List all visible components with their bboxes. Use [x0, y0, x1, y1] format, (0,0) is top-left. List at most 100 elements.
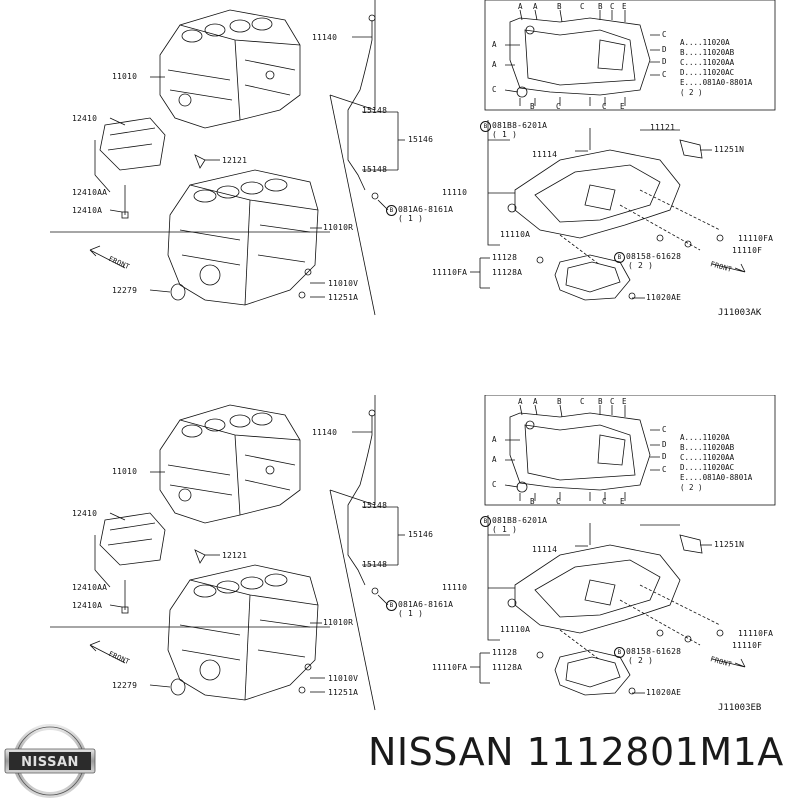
label-15146: 15146 — [408, 135, 434, 144]
label-12410AA: 12410AA — [72, 583, 108, 592]
legend-box: A....11020A B....11020AB C....11020AA D.… — [680, 38, 752, 98]
legend-line: B....11020AB — [680, 443, 735, 452]
diagram-code: J11003AK — [718, 308, 762, 318]
legend-line: D....11020AC — [680, 68, 735, 77]
inset-letter: B — [598, 2, 603, 11]
label-11140: 11140 — [312, 428, 338, 437]
label-11114: 11114 — [532, 545, 558, 554]
label-11010: 11010 — [112, 467, 138, 476]
label-11251A: 11251A — [328, 293, 359, 302]
nissan-logo: NISSAN — [4, 724, 96, 798]
label-12121: 12121 — [222, 551, 248, 560]
inset-letter: D — [662, 57, 667, 66]
inset-letter: E — [622, 2, 627, 11]
legend-line: D....11020AC — [680, 463, 735, 472]
inset-letter: B — [598, 397, 603, 406]
label-11010V: 11010V — [328, 279, 359, 288]
label-11010: 11010 — [112, 72, 138, 81]
label-15146: 15146 — [408, 530, 434, 539]
inset-letter: B — [530, 497, 535, 506]
inset-letter: C — [556, 102, 561, 111]
label-12279: 12279 — [112, 681, 138, 690]
inset-letter: E — [620, 102, 625, 111]
label-081B8-qty: ( 1 ) — [492, 130, 518, 139]
label-11110A: 11110A — [500, 230, 531, 239]
label-11140: 11140 — [312, 33, 338, 42]
inset-letter: C — [602, 497, 607, 506]
legend-box: A....11020A B....11020AB C....11020AA D.… — [680, 433, 752, 493]
legend-line: C....11020AA — [680, 58, 735, 67]
inset-letter: C — [662, 30, 667, 39]
label-12410AA: 12410AA — [72, 188, 108, 197]
inset-letter: A — [492, 40, 497, 49]
exploded-parts-drawing — [50, 395, 776, 711]
inset-letter: D — [662, 452, 667, 461]
cylinder-block-upper-drawing — [159, 404, 301, 524]
inset-letter: A — [518, 2, 523, 11]
inset-letter: A — [533, 397, 538, 406]
inset-letter: C — [492, 480, 497, 489]
cylinder-block-upper-drawing — [159, 9, 301, 129]
inset-letter: A — [492, 60, 497, 69]
label-12410: 12410 — [72, 509, 98, 518]
label-11010R: 11010R — [323, 618, 354, 627]
label-081A6-qty: ( 1 ) — [398, 609, 424, 618]
inset-letter: C — [662, 465, 667, 474]
label-11110A: 11110A — [500, 625, 531, 634]
label-11110FA: 11110FA — [738, 234, 774, 243]
cylinder-block-lower-drawing — [167, 564, 319, 701]
inset-letter: A — [518, 397, 523, 406]
legend-line: A....11020A — [680, 38, 730, 47]
label-11020AE: 11020AE — [646, 688, 682, 697]
label-08158-qty: ( 2 ) — [628, 656, 654, 665]
inset-letter: C — [580, 397, 585, 406]
diagram-code: J11003EB — [718, 703, 762, 713]
label-11251A: 11251A — [328, 688, 359, 697]
legend-line: ( 2 ) — [680, 88, 703, 97]
inset-letter: B — [557, 397, 562, 406]
label-12279: 12279 — [112, 286, 138, 295]
logo-text: NISSAN — [21, 755, 79, 770]
label-12410A: 12410A — [72, 601, 103, 610]
legend-line: B....11020AB — [680, 48, 735, 57]
label-15148-lower: 15148 — [362, 560, 388, 569]
inset-letter: E — [620, 497, 625, 506]
part-number-title: NISSAN 1112801M1A — [368, 730, 784, 774]
cylinder-block-lower-drawing — [167, 169, 319, 306]
label-15148-lower: 15148 — [362, 165, 388, 174]
inset-letter: C — [662, 425, 667, 434]
inset-letter: C — [492, 85, 497, 94]
inset-letter: A — [533, 2, 538, 11]
inset-letter: C — [610, 2, 615, 11]
label-11110: 11110 — [442, 188, 468, 197]
label-15148-upper: 15148 — [362, 106, 388, 115]
inset-letter: D — [662, 45, 667, 54]
legend-line: E....081A0-8801A — [680, 78, 753, 87]
inset-letter: C — [610, 397, 615, 406]
legend-line: ( 2 ) — [680, 483, 703, 492]
label-12410: 12410 — [72, 114, 98, 123]
inset-letter: C — [602, 102, 607, 111]
label-08158-qty: ( 2 ) — [628, 261, 654, 270]
label-11110FA-left: 11110FA — [432, 663, 468, 672]
label-15148-upper: 15148 — [362, 501, 388, 510]
label-11110FA: 11110FA — [738, 629, 774, 638]
inset-letter: C — [556, 497, 561, 506]
label-11128A: 11128A — [492, 663, 523, 672]
diagram-panel-top: 11140 11010 12410 12410AA 12410A 12121 1… — [0, 0, 800, 330]
label-11110: 11110 — [442, 583, 468, 592]
label-11114: 11114 — [532, 150, 558, 159]
label-12410A: 12410A — [72, 206, 103, 215]
exploded-parts-drawing — [50, 0, 776, 316]
inset-letter: A — [492, 435, 497, 444]
label-11110FA-left: 11110FA — [432, 268, 468, 277]
label-11121: 11121 — [650, 123, 676, 132]
inset-letter: E — [622, 397, 627, 406]
label-11010R: 11010R — [323, 223, 354, 232]
inset-letter: D — [662, 440, 667, 449]
